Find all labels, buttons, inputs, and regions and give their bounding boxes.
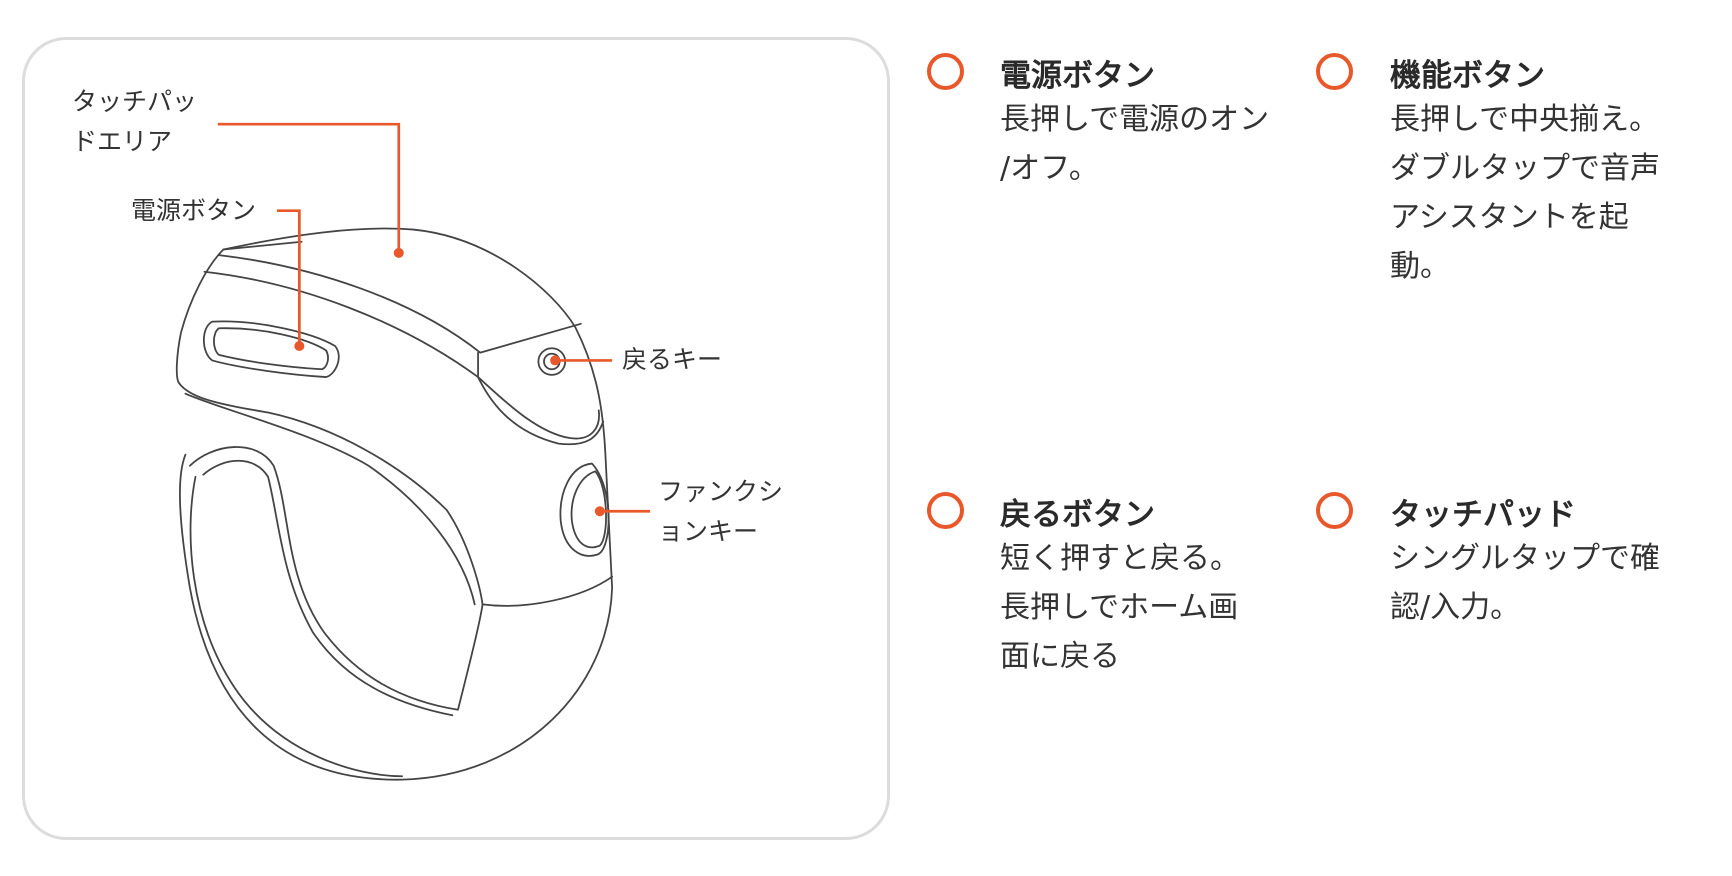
power-button-outline [202, 320, 340, 378]
label-power-button: 電源ボタン [131, 196, 257, 225]
touchpad-dot [393, 247, 404, 258]
label-line: ファンクシ [658, 477, 784, 506]
label-back-key: 戻るキー [622, 345, 723, 374]
desc-line: 認/入力。 [1390, 590, 1521, 625]
device-diagram-panel [22, 37, 890, 840]
back-key-dot [550, 355, 561, 366]
label-function-key: ファンクシ ョンキー [658, 472, 783, 552]
power-dot [294, 341, 305, 351]
feature-title-touchpad: タッチパッド [1390, 497, 1576, 533]
function-key-outline [559, 462, 610, 557]
function-key-dot [594, 506, 605, 517]
desc-line: シングルタップで確 [1390, 541, 1660, 576]
desc-line: ダブルタップで音声 [1390, 151, 1660, 186]
feature-desc-touchpad: シングルタップで確 認/入力。 [1390, 534, 1660, 632]
desc-line: 短く押すと戻る。 [1000, 541, 1240, 576]
feature-title-power: 電源ボタン [1000, 58, 1155, 94]
feature-desc-back: 短く押すと戻る。 長押しでホーム画 面に戻る [1000, 534, 1240, 681]
label-touchpad-area: タッチパッ ドエリア [72, 82, 197, 162]
circle-marker-icon [1316, 53, 1353, 90]
ring-body-outline [179, 227, 614, 781]
circle-marker-icon [1316, 492, 1353, 529]
label-line: タッチパッ [72, 87, 198, 116]
desc-line: 面に戻る [1000, 639, 1120, 674]
feature-title-back: 戻るボタン [1000, 497, 1155, 533]
feature-title-function: 機能ボタン [1390, 58, 1545, 94]
label-line: ドエリア [72, 127, 173, 156]
touchpad-leader-line [217, 122, 401, 253]
desc-line: 動。 [1390, 249, 1450, 284]
circle-marker-icon [927, 492, 964, 529]
desc-line: /オフ。 [1000, 151, 1099, 186]
feature-desc-function: 長押しで中央揃え。 ダブルタップで音声 アシスタントを起 動。 [1390, 95, 1660, 291]
label-line: ョンキー [658, 517, 759, 546]
desc-line: 長押しでホーム画 [1000, 590, 1239, 625]
power-leader-line [277, 209, 301, 347]
feature-desc-power: 長押しで電源のオン /オフ。 [1000, 95, 1269, 193]
ring-inner-outline [188, 446, 484, 711]
circle-marker-icon [927, 53, 964, 90]
desc-line: 長押しで中央揃え。 [1390, 102, 1660, 137]
desc-line: アシスタントを起 [1390, 200, 1629, 235]
desc-line: 長押しで電源のオン [1000, 102, 1270, 137]
